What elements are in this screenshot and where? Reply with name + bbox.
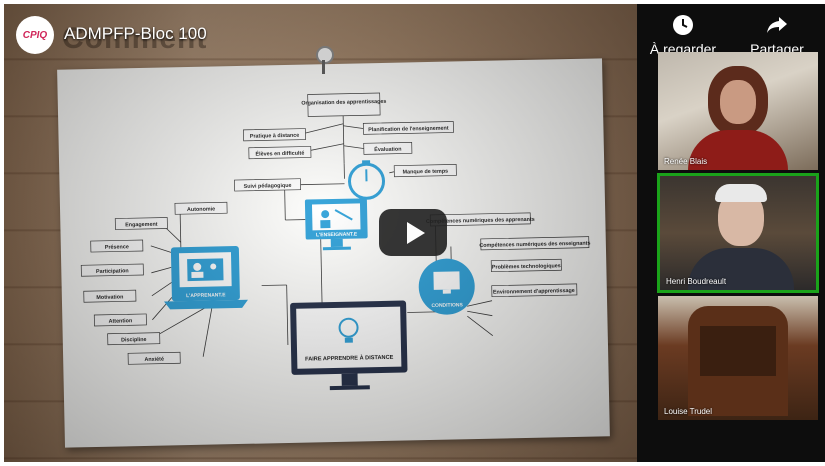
- play-button[interactable]: [379, 209, 447, 256]
- clock-icon: [673, 15, 693, 35]
- share-button[interactable]: Partager: [737, 14, 817, 57]
- participant-tile-louise[interactable]: Louise Trudel: [658, 296, 818, 420]
- pushpin-icon: [316, 46, 334, 64]
- cabinet-panel: [700, 326, 776, 376]
- node-planification: Planification de l'enseignement: [368, 126, 449, 134]
- node-motivation: Motivation: [96, 294, 123, 301]
- video-player[interactable]: Comment: [4, 4, 825, 462]
- channel-logo[interactable]: CPIQ: [16, 16, 54, 54]
- node-autonomie: Autonomie: [187, 206, 215, 213]
- node-problemes: Problèmes technologiques: [492, 263, 561, 270]
- channel-logo-text: CPIQ: [22, 29, 48, 41]
- participant-name: Henri Boudreault: [666, 277, 727, 286]
- avatar-body: [688, 130, 788, 170]
- node-comp-ens: Compétences numériques des enseignants: [479, 241, 590, 249]
- node-engagement: Engagement: [125, 222, 158, 229]
- avatar-body: [688, 248, 794, 290]
- node-organisation: Organisation des apprentissages: [301, 99, 386, 107]
- stopwatch-icon: [348, 160, 386, 200]
- avatar-hair: [715, 184, 767, 202]
- node-pratique: Pratique à distance: [250, 133, 300, 140]
- node-manque: Manque de temps: [403, 169, 449, 176]
- play-icon: [406, 221, 425, 244]
- video-title[interactable]: ADMPFP-Bloc 100: [64, 24, 207, 43]
- node-faire: FAIRE APPRENDRE À DISTANCE: [305, 354, 394, 363]
- node-anxiete: Anxiété: [144, 357, 164, 363]
- slide-paper: Organisation des apprentissages Pratique…: [57, 58, 610, 448]
- avatar-face: [720, 80, 756, 124]
- participant-tile-henri[interactable]: Henri Boudreault: [657, 173, 819, 293]
- node-suivi: Suivi pédagogique: [244, 183, 292, 190]
- slide-watermark-text: Comment: [62, 22, 208, 55]
- node-participation: Participation: [96, 268, 129, 275]
- node-evaluation: Évaluation: [374, 145, 401, 154]
- video-stage[interactable]: Comment: [4, 4, 637, 462]
- participant-name: Louise Trudel: [664, 407, 713, 416]
- mind-map-diagram: Organisation des apprentissages Pratique…: [80, 92, 590, 391]
- pushpin-stem: [322, 60, 325, 74]
- node-enseignant: L'ENSEIGNANT.E: [316, 231, 358, 238]
- node-discipline: Discipline: [121, 337, 147, 344]
- participant-tile-renee[interactable]: Renée Blais: [658, 52, 818, 170]
- node-apprenant: L'APPRENANT.E: [186, 292, 226, 299]
- share-arrow-icon: [767, 17, 787, 33]
- node-comp-app: Compétences numériques des apprenants: [426, 217, 535, 225]
- central-screen-icon: [290, 300, 408, 391]
- learner-laptop-icon: [163, 246, 248, 310]
- conditions-circle-icon: [418, 258, 475, 315]
- node-conditions: CONDITIONS: [431, 302, 463, 309]
- node-attention: Attention: [108, 318, 132, 324]
- node-environnement: Environnement d'apprentissage: [493, 288, 575, 296]
- node-eleves: Élèves en difficulté: [255, 149, 304, 158]
- participants-panel: À regarder ... Partager Renée Blais Henr…: [637, 4, 825, 462]
- participant-name: Renée Blais: [664, 157, 708, 166]
- node-presence: Présence: [105, 244, 129, 251]
- teacher-monitor-icon: [304, 198, 368, 251]
